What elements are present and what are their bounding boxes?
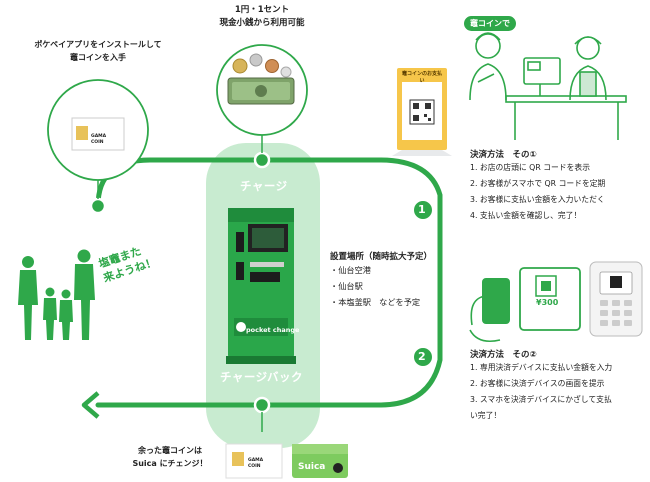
step-two-number: 2 <box>418 350 426 363</box>
install-note: ポケペイアプリをインストールして 竈コインを入手 <box>34 40 162 62</box>
install-node <box>89 197 107 215</box>
step-two-badge <box>412 346 434 368</box>
locations-block: 設置場所（随時拡大予定） ・仙台空港 ・仙台駅 ・本塩釜駅 などを予定 <box>330 250 450 310</box>
charge-node <box>253 151 271 169</box>
location-item: ・仙台空港 <box>330 265 371 275</box>
kiosk-brand: pocket change <box>246 326 300 334</box>
loop-arrowhead <box>81 391 100 419</box>
method1-step: 1. お店の店頭に QR コードを表示 <box>470 163 590 172</box>
method1-title: 決済方法 その① <box>470 150 537 160</box>
family-icon <box>18 249 95 340</box>
bottom-note: 余った竈コインは Suica にチェンジ！ <box>132 446 208 468</box>
suica-label: Suicaで帰宅 <box>116 350 190 364</box>
chargeback-label: チャージバック <box>220 370 303 384</box>
install-label: インストール <box>110 199 182 213</box>
kiosk-icon <box>226 208 296 364</box>
method2-step: 3. スマホを決済デバイスにかざして支払 <box>470 395 612 404</box>
qr-sign-icon <box>392 68 452 156</box>
device-amount: ¥300 <box>536 298 559 307</box>
chargeback-node <box>253 396 271 414</box>
payment-device-icon <box>519 261 643 337</box>
charge-label: チャージ <box>240 179 288 193</box>
pay1-label: 支払い <box>368 204 404 218</box>
sign-label: 竈コインのお支払い <box>402 71 443 84</box>
method1-step: 2. お客様がスマホで QR コードを定期 <box>470 179 606 188</box>
step-one-number: 1 <box>418 203 426 216</box>
speech-bubble: 竈コインで <box>464 16 516 31</box>
cash-note: 1円・1セント 現金小銭から利用可能 <box>219 5 305 28</box>
location-item: ・仙台駅 <box>330 281 363 291</box>
method2-step: 2. お客様に決済デバイスの画面を提示 <box>470 379 605 388</box>
method2-title: 決済方法 その② <box>470 350 537 360</box>
step-one-badge <box>412 199 434 221</box>
location-item: ・本塩釜駅 などを予定 <box>330 297 421 307</box>
locations-title: 設置場所（随時拡大予定） <box>330 252 433 262</box>
method2-block: 決済方法 その② 1. 専用決済デバイスに支払い金額を入力 2. お客様に決済デ… <box>470 348 646 424</box>
store-clerk-icon <box>469 32 627 140</box>
pay2-label: 支払い <box>368 351 404 365</box>
method1-step: 4. 支払い金額を確認し、完了！ <box>470 211 582 220</box>
method1-step: 3. お客様に支払い金額を入力いただく <box>470 195 605 204</box>
coins-cash-icon <box>227 53 295 105</box>
method2-step: 1. 専用決済デバイスに支払い金額を入力 <box>470 363 613 372</box>
suica-card-icon <box>292 444 348 478</box>
method2-step: い完了！ <box>470 411 502 420</box>
suica-text: Suica <box>298 462 326 472</box>
smartphone-icon <box>469 278 510 343</box>
method1-block: 決済方法 その① 1. お店の店頭に QR コードを表示 2. お客様がスマホで… <box>470 148 646 224</box>
